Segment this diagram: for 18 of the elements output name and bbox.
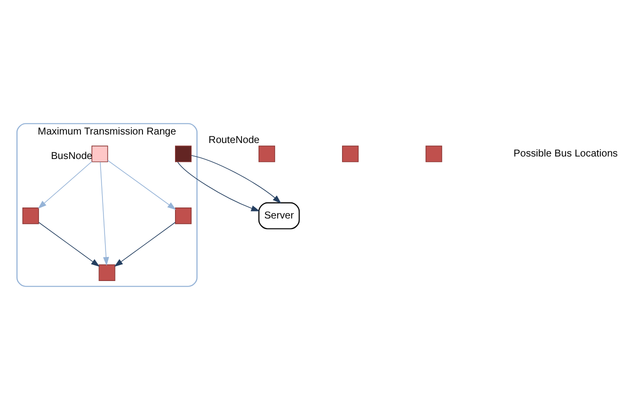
node-box xyxy=(175,208,192,224)
arrow xyxy=(114,222,176,267)
node-box xyxy=(92,146,108,162)
label: Possible Bus Locations xyxy=(514,148,618,160)
arrow xyxy=(100,162,110,266)
arrow xyxy=(177,162,260,212)
node-box xyxy=(175,146,192,162)
node-box xyxy=(22,208,39,224)
node-box xyxy=(98,264,116,281)
node-box xyxy=(258,146,276,162)
arrow xyxy=(107,160,176,210)
arrow xyxy=(38,222,100,267)
arrow xyxy=(38,161,92,209)
node-label: RouteNode xyxy=(208,135,260,146)
node-box xyxy=(342,146,359,162)
node-box xyxy=(426,146,442,162)
arrow xyxy=(190,155,282,204)
node-box: Server xyxy=(258,202,300,230)
